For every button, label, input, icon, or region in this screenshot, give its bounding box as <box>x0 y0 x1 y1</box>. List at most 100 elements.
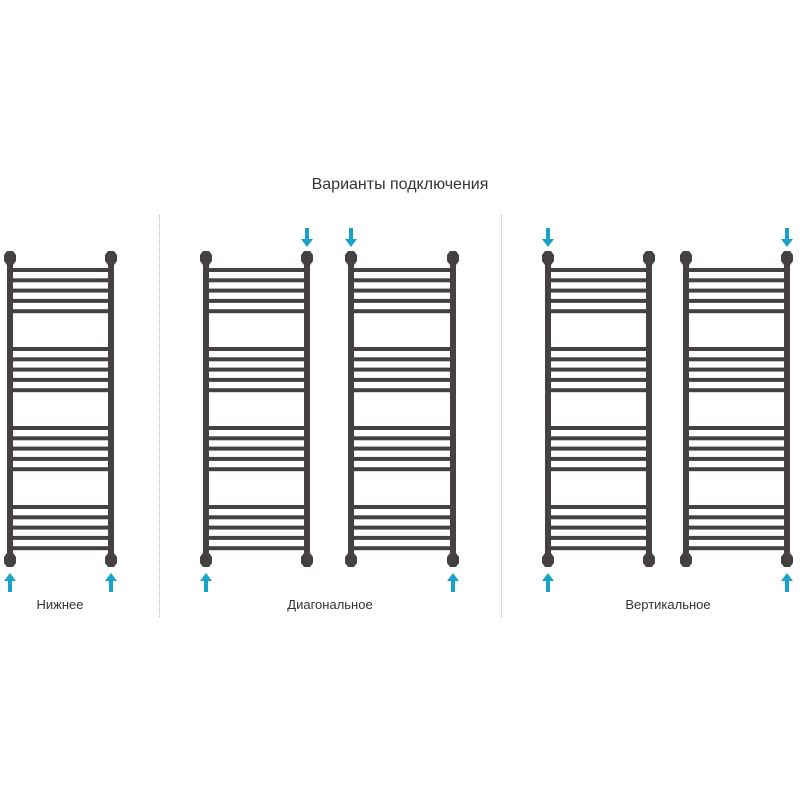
rung <box>10 525 111 530</box>
rung <box>548 515 649 520</box>
rung <box>351 436 453 441</box>
rung <box>686 347 787 351</box>
rung <box>351 288 453 293</box>
rung <box>548 456 649 461</box>
rung <box>206 309 307 314</box>
vertical-post <box>683 258 689 560</box>
label-vertical-connection: Вертикальное <box>625 597 711 612</box>
rung <box>351 309 453 314</box>
rung <box>206 525 307 530</box>
arrow-down-icon <box>781 228 793 247</box>
rung <box>10 377 111 382</box>
rung <box>206 367 307 372</box>
rung <box>686 309 787 314</box>
rung <box>351 456 453 461</box>
rung <box>351 377 453 382</box>
rung <box>351 298 453 303</box>
rung <box>548 367 649 372</box>
rung <box>10 535 111 540</box>
rung <box>686 535 787 540</box>
rung <box>206 446 307 451</box>
rung <box>686 436 787 441</box>
rung <box>206 505 307 509</box>
rung <box>10 268 111 272</box>
end-cap <box>643 251 655 265</box>
end-cap <box>200 251 212 265</box>
rung <box>351 467 453 472</box>
rung <box>548 505 649 509</box>
rung <box>206 388 307 393</box>
rung <box>686 357 787 362</box>
vertical-post <box>304 258 310 560</box>
rung <box>351 388 453 393</box>
rung <box>351 357 453 362</box>
end-cap <box>447 553 459 567</box>
rung <box>686 546 787 551</box>
label-diagonal-connection: Диагональное <box>287 597 373 612</box>
rung <box>548 446 649 451</box>
end-cap <box>200 553 212 567</box>
end-cap <box>542 251 554 265</box>
end-cap <box>105 553 117 567</box>
rung <box>548 436 649 441</box>
rung <box>548 467 649 472</box>
rung <box>10 298 111 303</box>
rung <box>206 357 307 362</box>
rung <box>548 298 649 303</box>
rung <box>548 546 649 551</box>
vertical-post <box>108 258 114 560</box>
arrow-up-icon <box>781 573 793 592</box>
arrow-up-icon <box>4 573 16 592</box>
rung <box>10 278 111 283</box>
rung <box>686 515 787 520</box>
rung <box>10 288 111 293</box>
arrow-up-icon <box>447 573 459 592</box>
rung <box>351 278 453 283</box>
end-cap <box>301 553 313 567</box>
towel-rail-diagonal-2 <box>345 228 459 592</box>
rung <box>548 426 649 430</box>
end-cap <box>680 251 692 265</box>
end-cap <box>680 553 692 567</box>
rung <box>10 446 111 451</box>
rung <box>686 298 787 303</box>
rung <box>10 388 111 393</box>
vertical-post <box>203 258 209 560</box>
vertical-post <box>784 258 790 560</box>
rung <box>206 298 307 303</box>
rung <box>206 278 307 283</box>
rung <box>351 505 453 509</box>
rung <box>206 546 307 551</box>
arrow-down-icon <box>542 228 554 247</box>
rung <box>206 426 307 430</box>
rung <box>10 426 111 430</box>
rung <box>206 535 307 540</box>
end-cap <box>105 251 117 265</box>
rung <box>206 347 307 351</box>
rung <box>351 546 453 551</box>
arrow-down-icon <box>345 228 357 247</box>
arrow-down-icon <box>301 228 313 247</box>
end-cap <box>345 251 357 265</box>
rung <box>351 347 453 351</box>
rung <box>686 278 787 283</box>
rung <box>686 268 787 272</box>
vertical-post <box>348 258 354 560</box>
rung <box>548 347 649 351</box>
rung <box>351 515 453 520</box>
rung <box>548 278 649 283</box>
end-cap <box>781 251 793 265</box>
vertical-post <box>646 258 652 560</box>
group-divider <box>501 215 502 617</box>
rung <box>686 505 787 509</box>
rung <box>686 467 787 472</box>
rung <box>206 467 307 472</box>
end-cap <box>4 251 16 265</box>
end-cap <box>781 553 793 567</box>
rung <box>10 505 111 509</box>
rung <box>686 446 787 451</box>
rung <box>10 467 111 472</box>
arrow-up-icon <box>200 573 212 592</box>
rung <box>10 515 111 520</box>
vertical-post <box>545 258 551 560</box>
